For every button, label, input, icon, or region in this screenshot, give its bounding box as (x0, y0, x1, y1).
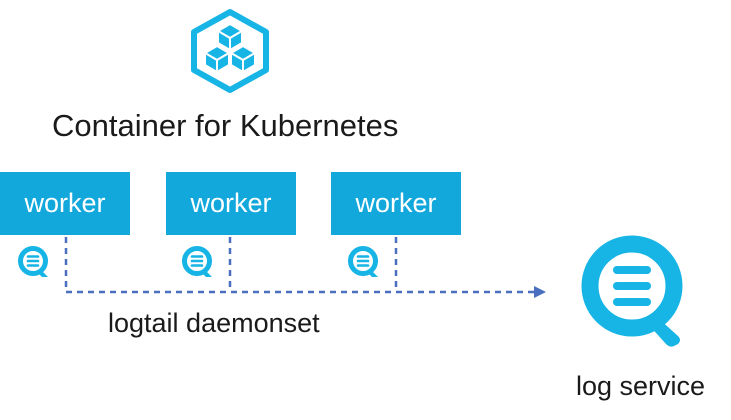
worker-node-1: worker (0, 172, 130, 235)
log-search-icon (182, 246, 212, 277)
worker-node-3: worker (331, 172, 461, 235)
log-search-icon (348, 246, 378, 277)
log-search-icon (18, 246, 48, 277)
kubernetes-container-icon (191, 9, 269, 93)
log-service-label: log service (576, 371, 706, 401)
worker-node-2: worker (166, 172, 296, 235)
connector-arrowhead (534, 286, 546, 298)
log-service-icon (581, 235, 683, 347)
diagram-title: Container for Kubernetes (52, 108, 399, 143)
daemonset-label: logtail daemonset (108, 308, 320, 338)
